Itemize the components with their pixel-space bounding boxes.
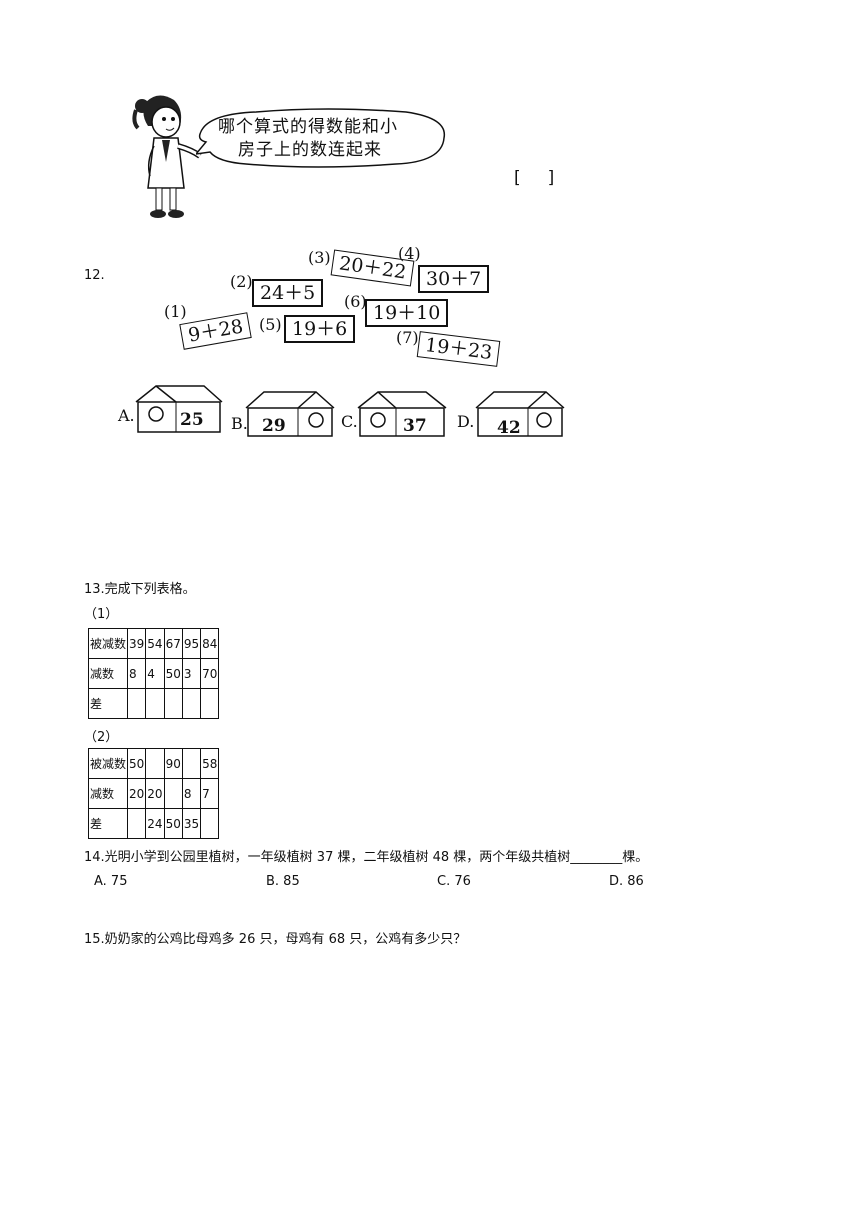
expr-2-ordinal: (2)	[230, 272, 253, 291]
table-cell: 35	[181, 808, 202, 839]
q14-option-a[interactable]: A. 75	[94, 874, 128, 889]
answer-cell[interactable]	[127, 808, 147, 839]
bubble-text-line-2: 房子上的数连起来	[238, 140, 382, 160]
house-b-icon	[245, 391, 335, 437]
answer-cell[interactable]	[163, 778, 183, 809]
table-cell: 50	[163, 658, 183, 689]
table-cell: 8	[181, 778, 202, 809]
house-a-letter: A.	[118, 406, 135, 425]
question-14-text: 14.光明小学到公园里植树，一年级植树 37 棵，二年级植树 48 棵，两个年级…	[84, 850, 649, 865]
house-d-icon	[475, 391, 565, 437]
question-15-text: 15.奶奶家的公鸡比母鸡多 26 只，母鸡有 68 只，公鸡有多少只？	[84, 932, 467, 947]
q13-part-1-label: （1）	[84, 607, 119, 622]
expr-4-ordinal: (4)	[398, 244, 421, 263]
house-b-number: 29	[262, 416, 286, 436]
expr-6-card[interactable]: 19＋10	[365, 299, 449, 327]
question-13-title: 13.完成下列表格。	[84, 582, 196, 597]
table-cell: 58	[200, 748, 220, 779]
expr-5-ordinal: (5)	[259, 315, 282, 334]
q14-option-b[interactable]: B. 85	[266, 874, 300, 889]
house-d-letter: D.	[457, 412, 475, 431]
answer-cell[interactable]	[200, 808, 220, 839]
table-row: 差 24 50 35	[87, 808, 220, 839]
expr-7-ordinal: (7)	[396, 328, 419, 347]
expr-4-card[interactable]: 30＋7	[418, 265, 490, 293]
expr-6-ordinal: (6)	[344, 292, 367, 311]
q14-option-c[interactable]: C. 76	[437, 874, 471, 889]
girl-illustration	[132, 95, 202, 218]
table-cell: 95	[181, 628, 202, 659]
table-cell: 84	[200, 628, 220, 659]
answer-cell[interactable]	[145, 688, 165, 719]
table-row: 被减数 50 90 58	[87, 748, 220, 779]
table-cell: 差	[87, 688, 129, 719]
q14-option-d[interactable]: D. 86	[609, 874, 644, 889]
q13-table-2: 被减数 50 90 58 减数 20 20 8 7 差 24 50 35	[87, 748, 220, 839]
q13-table-1: 被减数 39 54 67 95 84 减数 8 4 50 3 70 差	[87, 628, 220, 719]
table-cell: 20	[145, 778, 165, 809]
answer-cell[interactable]	[181, 688, 202, 719]
expr-3-ordinal: (3)	[308, 248, 331, 267]
table-cell: 8	[127, 658, 147, 689]
table-cell: 67	[163, 628, 183, 659]
table-cell: 24	[145, 808, 165, 839]
house-a-icon	[135, 385, 223, 433]
house-c-icon	[357, 391, 447, 437]
table-cell: 39	[127, 628, 147, 659]
answer-cell[interactable]	[145, 748, 165, 779]
table-cell: 差	[87, 808, 129, 839]
table-cell: 减数	[87, 658, 129, 689]
bubble-text-line-1: 哪个算式的得数能和小	[218, 117, 398, 137]
table-cell: 7	[200, 778, 220, 809]
house-b-letter: B.	[231, 414, 248, 433]
table-row: 减数 20 20 8 7	[87, 778, 220, 809]
house-c-letter: C.	[341, 412, 358, 431]
table-cell: 20	[127, 778, 147, 809]
table-cell: 被减数	[87, 628, 129, 659]
table-cell: 3	[181, 658, 202, 689]
table-row: 被减数 39 54 67 95 84	[87, 628, 220, 659]
answer-cell[interactable]	[127, 688, 147, 719]
speech-bubble	[196, 108, 446, 168]
expr-7-card[interactable]: 19＋23	[416, 331, 501, 367]
expr-2-card[interactable]: 24＋5	[252, 279, 324, 307]
house-d-number: 42	[497, 418, 521, 438]
table-row: 差	[87, 688, 220, 719]
table-cell: 90	[163, 748, 183, 779]
table-cell: 4	[145, 658, 165, 689]
table-cell: 50	[127, 748, 147, 779]
expr-1-ordinal: (1)	[164, 302, 187, 321]
q13-part-2-label: （2）	[84, 730, 119, 745]
house-c-number: 37	[403, 416, 427, 436]
table-cell: 减数	[87, 778, 129, 809]
table-cell: 54	[145, 628, 165, 659]
answer-cell[interactable]	[181, 748, 202, 779]
answer-cell[interactable]	[163, 688, 183, 719]
table-cell: 70	[200, 658, 220, 689]
answer-cell[interactable]	[200, 688, 220, 719]
expr-5-card[interactable]: 19＋6	[284, 315, 356, 343]
table-cell: 被减数	[87, 748, 129, 779]
table-row: 减数 8 4 50 3 70	[87, 658, 220, 689]
question-number-12: 12.	[84, 268, 105, 283]
answer-bracket: [ ]	[514, 168, 555, 188]
table-cell: 50	[163, 808, 183, 839]
house-a-number: 25	[180, 410, 204, 430]
expr-1-card[interactable]: 9＋28	[179, 312, 252, 350]
